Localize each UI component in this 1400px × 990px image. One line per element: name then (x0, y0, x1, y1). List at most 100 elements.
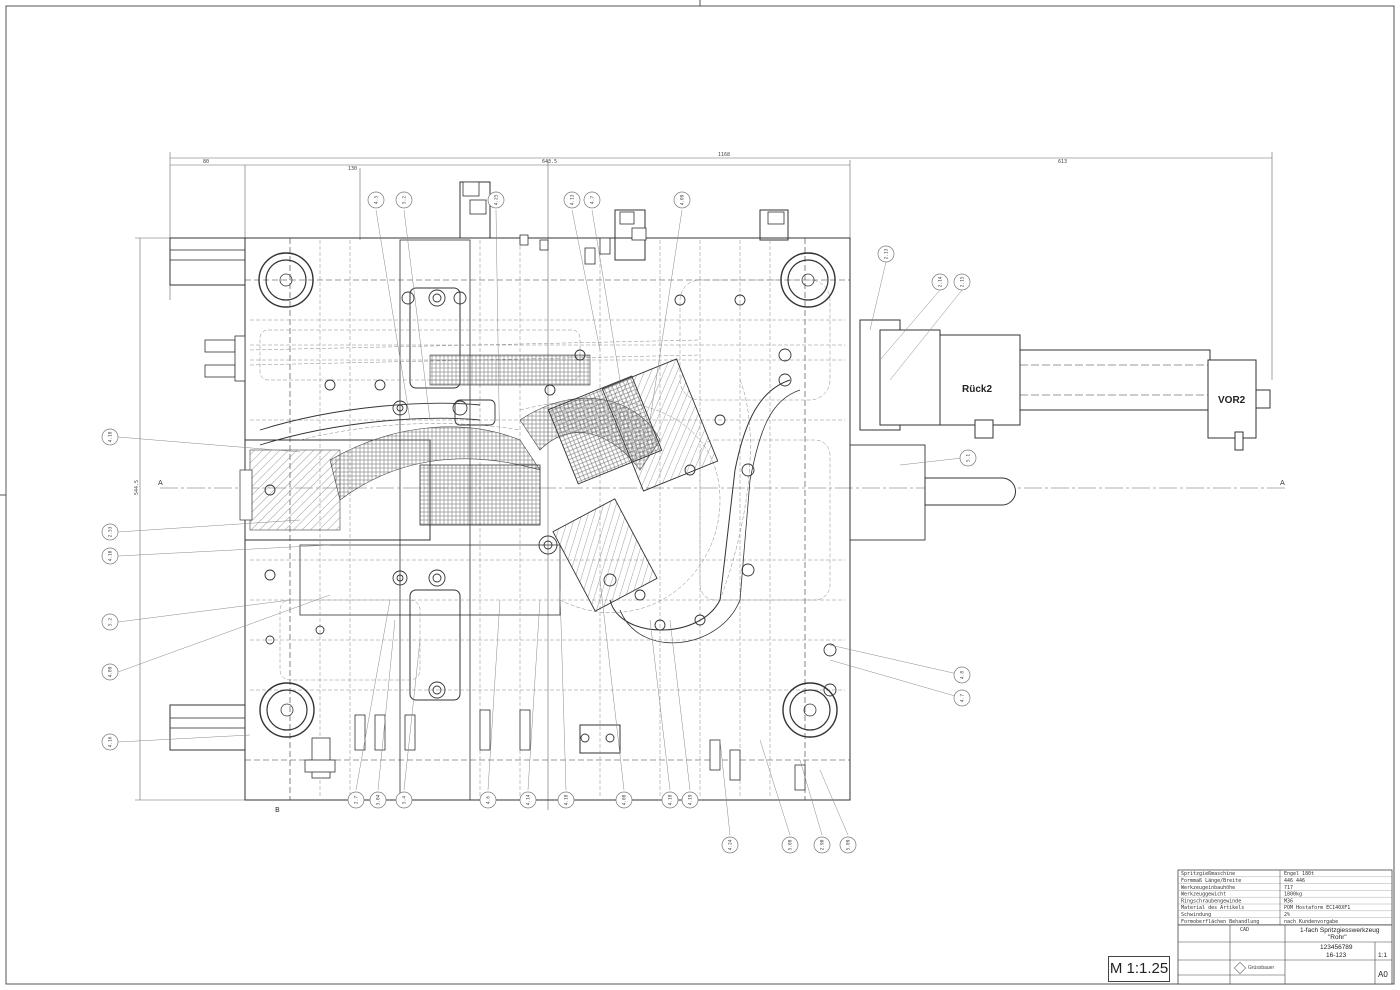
callout-label: 5.1 (966, 454, 972, 462)
guide-bushing-top-right (780, 252, 836, 308)
callout-right-3: 5.1 (959, 449, 977, 467)
callout-label: 4.7 (960, 694, 966, 702)
callout-bottom-1: 3.04 (369, 791, 387, 809)
callout-label: 4.25 (494, 194, 500, 205)
title-block-row-value: 717 (1284, 885, 1293, 891)
company-logo: Grüssbauer (1233, 961, 1274, 975)
callout-right-0: 2.13 (877, 245, 895, 263)
callout-label: 4.09 (108, 666, 114, 677)
title-block-row-value: 1800kg (1284, 892, 1302, 898)
core-slide-assembly (239, 354, 801, 644)
callout-right-1: 2.14 (931, 273, 949, 291)
company-name: Grüssbauer (1248, 965, 1274, 971)
callout-label: 4.10 (108, 550, 114, 561)
title-block-row-value: M36 (1284, 898, 1293, 904)
callout-label: 2.13 (884, 248, 890, 259)
callout-bottom-9: 4.24 (721, 836, 739, 854)
title-block-row-label: Ringschraubengewinde (1181, 898, 1241, 904)
callout-left-3: 5.2 (101, 613, 119, 631)
callout-label: 4.09 (680, 194, 686, 205)
dim-left-b: 130 (348, 166, 357, 172)
callout-top-0: 4.3 (367, 191, 385, 209)
dimension-texts: 1168 80 130 643.5 613 544.5 (134, 152, 1067, 495)
callout-label: 4.6 (486, 796, 492, 804)
dim-left-a: 80 (203, 159, 209, 165)
top-fittings (462, 181, 785, 265)
title-block-row-value: Engel 180t (1284, 871, 1314, 877)
title-block-row-value: 2% (1284, 912, 1290, 918)
bottom-connectors (304, 709, 806, 791)
callout-label: 3.04 (376, 794, 382, 805)
callout-bottom-7: 4.18 (661, 791, 679, 809)
callout-top-3: 4.13 (563, 191, 581, 209)
left-couplings (169, 249, 246, 729)
guide-bushing-bottom-left (259, 682, 315, 738)
title-block-title-2: "Rohr" (1328, 934, 1347, 941)
callout-top-2: 4.25 (487, 191, 505, 209)
callout-bottom-5: 4.18 (557, 791, 575, 809)
callout-bottom-4: 4.14 (519, 791, 537, 809)
callout-label: 2.15 (960, 276, 966, 287)
title-block-row-label: Werkzeuggewicht (1181, 892, 1226, 898)
callout-label: 4.18 (564, 794, 570, 805)
callout-label: 4.19 (688, 794, 694, 805)
callout-label: 4.16 (108, 736, 114, 747)
callout-label: 2.53 (108, 526, 114, 537)
title-block-row-value: nach Kundenvorgabe (1284, 919, 1338, 925)
callout-left-0: 4.18 (101, 428, 119, 446)
callout-left-5: 4.16 (101, 733, 119, 751)
section-a-left: A (158, 479, 163, 487)
screw-holes (264, 289, 837, 743)
callout-label: 5.2 (402, 196, 408, 204)
guide-pillar-bushings (258, 252, 838, 738)
callout-top-1: 5.2 (395, 191, 413, 209)
callout-bottom-0: 2.7 (347, 791, 365, 809)
section-b-bottom: B (275, 806, 280, 814)
title-block-row-value: 446 446 (1284, 878, 1305, 884)
callout-right-4: 4.8 (953, 666, 971, 684)
callout-label: 4.08 (622, 794, 628, 805)
callout-label: 4.24 (728, 839, 734, 850)
title-block-drawing-number: 123456789 (1320, 944, 1353, 951)
title-block-cad-label: CAD (1240, 927, 1249, 933)
callout-bottom-10: 5.08 (781, 836, 799, 854)
callout-label: 5.4 (402, 796, 408, 804)
dim-overall: 1168 (718, 152, 730, 158)
title-block-row-label: Formoberflächen Behandlung (1181, 919, 1259, 925)
callout-left-1: 2.53 (101, 523, 119, 541)
dim-height: 544.5 (134, 480, 140, 495)
leader-lines (117, 209, 963, 836)
cylinder-label-vor: VOR2 (1218, 395, 1246, 406)
title-block-format: A0 (1378, 970, 1388, 979)
callout-label: 2.90 (820, 839, 826, 850)
callout-label: 4.18 (668, 794, 674, 805)
callout-right-5: 4.7 (953, 689, 971, 707)
callout-label: 5.2 (108, 618, 114, 626)
scale-indicator: M 1:1.25 (1108, 956, 1170, 982)
callout-bottom-6: 4.08 (615, 791, 633, 809)
callout-label: 2.14 (938, 276, 944, 287)
dimension-lines (135, 152, 1273, 810)
callout-label: 5.09 (846, 839, 852, 850)
callout-label: 2.7 (354, 796, 360, 804)
title-block-row-label: Schwindung (1181, 912, 1211, 918)
title-block-row-label: Werkzeugeinbauhöhe (1181, 885, 1235, 891)
callout-right-2: 2.15 (953, 273, 971, 291)
guide-bushing-top-left (258, 252, 314, 308)
title-block-title-1: 1-fach Spritzgiesswerkzeug (1300, 927, 1380, 934)
callout-bottom-3: 4.6 (479, 791, 497, 809)
title-block-row-value: POM Hostaform EC140XF1 (1284, 905, 1350, 911)
callout-label: 4.13 (570, 194, 576, 205)
callout-left-2: 4.10 (101, 547, 119, 565)
callout-top-4: 4.7 (583, 191, 601, 209)
callout-label: 4.14 (526, 794, 532, 805)
title-block-row-label: Formmaß Länge/Breite (1181, 878, 1241, 884)
callout-label: 4.8 (960, 671, 966, 679)
callout-left-4: 4.09 (101, 663, 119, 681)
guide-bushing-bottom-right (782, 682, 838, 738)
callout-top-5: 4.09 (673, 191, 691, 209)
callout-bottom-12: 5.09 (839, 836, 857, 854)
